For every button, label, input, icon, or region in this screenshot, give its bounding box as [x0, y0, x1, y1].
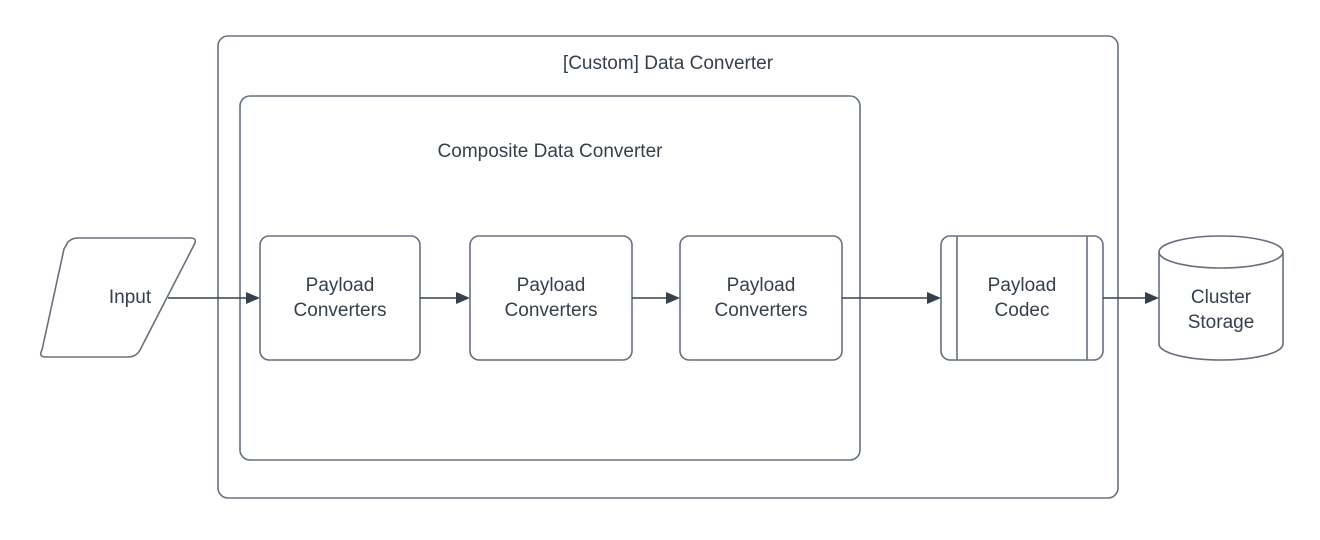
edge-converters-1-to-converters-2 [420, 292, 470, 304]
edge-payload-codec-to-cluster-storage [1103, 292, 1159, 304]
node-payload-converters-2[interactable] [469, 235, 633, 361]
node-payload-converters-1[interactable] [259, 235, 421, 361]
edge-converters-2-to-converters-3 [632, 292, 680, 304]
node-payload-converters-3[interactable] [679, 235, 843, 361]
node-payload-codec[interactable] [940, 235, 1104, 361]
node-cluster-storage[interactable] [1158, 235, 1284, 361]
edge-input-to-converters-1 [168, 292, 260, 304]
node-input[interactable] [39, 237, 197, 358]
edge-converters-3-to-payload-codec [842, 292, 941, 304]
